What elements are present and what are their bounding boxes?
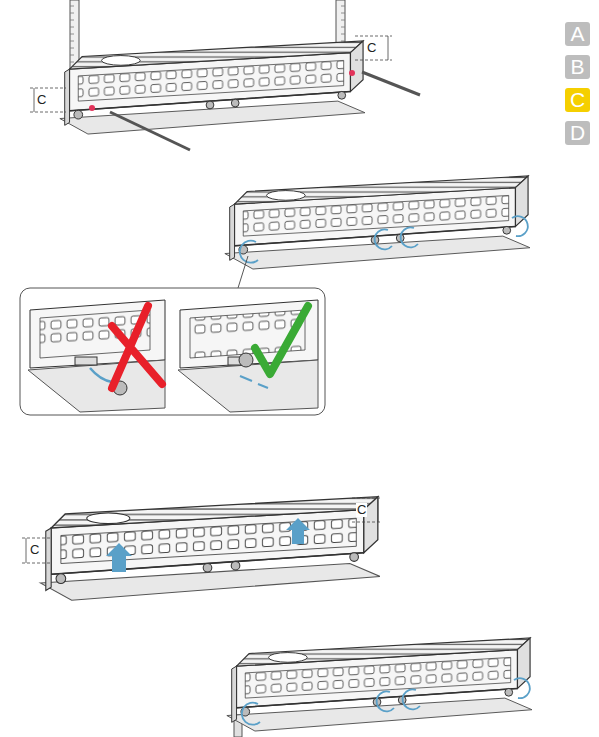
drawing-stroke (90, 368, 112, 382)
drawing-stroke (512, 216, 528, 236)
drawing-stroke (34, 88, 35, 112)
dimension-label: C (29, 543, 40, 557)
drawing-stroke (30, 88, 66, 89)
panel-two (20, 176, 530, 415)
drawing-stroke (112, 306, 162, 388)
drawing-stroke (240, 376, 268, 388)
drawing-stroke (227, 638, 532, 731)
drawing-stroke (378, 498, 379, 522)
drawing-stroke (403, 689, 420, 709)
drawing-stroke (70, 48, 74, 49)
drawing-stroke (401, 227, 418, 247)
drawing-stroke (341, 13, 345, 14)
drawing-stroke (349, 70, 355, 76)
dimension-label: C (366, 41, 377, 55)
drawing-stroke (362, 72, 420, 95)
step-letter: B (570, 56, 584, 78)
drawing-stroke (22, 498, 382, 563)
drawing-stroke (225, 176, 530, 269)
panel-three (22, 497, 382, 601)
step-letter: A (570, 23, 584, 45)
drawing-stroke (40, 497, 380, 601)
drawing-stroke (106, 543, 132, 572)
drawing-stroke (70, 34, 74, 35)
drawing-stroke (22, 538, 52, 539)
drawing-stroke (514, 678, 530, 698)
drawing-stroke (239, 353, 253, 367)
drawing-stroke (388, 36, 389, 60)
drawing-stroke (70, 62, 74, 63)
drawing-stroke (70, 41, 74, 42)
drawing-stroke (180, 300, 318, 368)
drawing-stroke (377, 691, 394, 711)
drawing-stroke (190, 310, 305, 358)
drawing-stroke (60, 41, 365, 134)
drawing-stroke (30, 36, 392, 112)
drawing-stroke (341, 41, 345, 42)
dimension-label: C (36, 93, 47, 107)
drawing-stroke (341, 27, 345, 28)
drawing-stroke (341, 20, 345, 21)
panel-four (227, 638, 532, 737)
drawing-stroke (341, 6, 345, 7)
step-tab: D (565, 121, 590, 145)
drawing-stroke (242, 678, 530, 725)
drawing-stroke (242, 703, 260, 725)
drawing-stroke (375, 229, 392, 249)
drawing-stroke (255, 306, 308, 374)
drawing-stroke (30, 112, 66, 113)
drawing-stroke (110, 112, 190, 150)
drawing-stroke (352, 522, 382, 523)
inset-right (178, 300, 318, 412)
drawing-stroke (178, 360, 318, 412)
drawing-stroke (240, 241, 258, 263)
drawing-stroke (70, 20, 74, 21)
drawing-stroke (355, 36, 392, 37)
step-letter: D (570, 122, 585, 144)
inset-wrong (28, 300, 165, 412)
drawing-stroke (70, 6, 74, 7)
dimension-label: C (356, 503, 367, 517)
drawing-stroke (70, 55, 74, 56)
drawing-stroke (341, 34, 345, 35)
drawing-stroke (352, 498, 382, 499)
drawing-stroke (70, 13, 74, 14)
drawing-stroke (355, 60, 392, 61)
drawing-stroke (75, 357, 97, 365)
step-tab: A (565, 22, 590, 46)
drawing-stroke (26, 538, 27, 563)
drawing-stroke (20, 288, 325, 415)
step-letter: C (570, 89, 585, 111)
drawing-stroke (286, 518, 310, 544)
drawing-stroke (70, 27, 74, 28)
drawing-stroke (22, 563, 52, 564)
drawing-stroke (238, 256, 248, 288)
step-tab: B (565, 55, 590, 79)
drawing-stroke (89, 105, 95, 111)
drawing-stroke (240, 216, 528, 263)
step-tab: C (565, 88, 590, 112)
panel-one (30, 0, 420, 150)
